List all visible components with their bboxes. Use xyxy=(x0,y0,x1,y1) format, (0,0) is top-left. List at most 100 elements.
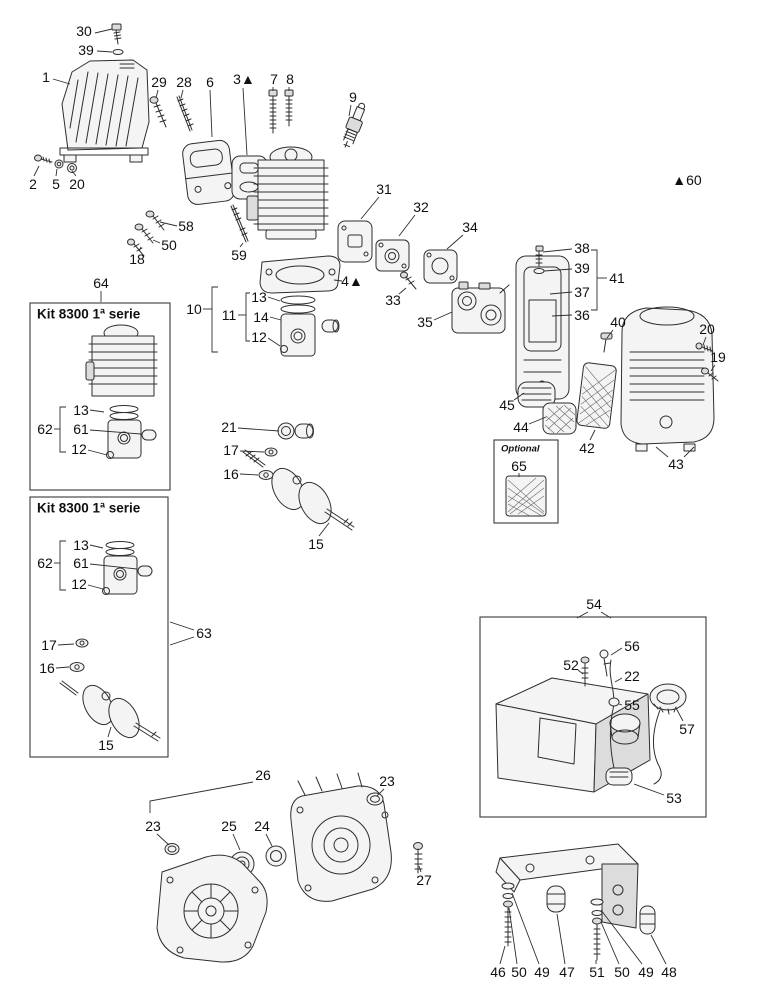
leader-line xyxy=(57,643,75,646)
leader-line xyxy=(551,314,573,317)
leader-line xyxy=(89,409,105,413)
leader-line xyxy=(683,446,695,458)
leader-line xyxy=(96,50,113,53)
fasteners-2-5-20-part xyxy=(34,154,77,173)
leader-line xyxy=(528,416,547,425)
leader-line xyxy=(149,781,254,813)
leader-line xyxy=(600,921,620,965)
base-gasket-part xyxy=(259,255,341,294)
leader-line xyxy=(59,540,66,591)
seal-23a-part xyxy=(366,792,384,806)
leader-line xyxy=(655,446,669,458)
screw-33-part xyxy=(400,271,417,290)
leader-line xyxy=(318,522,330,537)
kit1-cylinder-part xyxy=(85,324,158,397)
spacer-34-part xyxy=(423,249,458,284)
screw-38-part xyxy=(535,245,544,267)
leader-line xyxy=(499,945,506,965)
leader-line xyxy=(446,234,464,250)
engine-cover-part xyxy=(59,59,150,163)
leader-line xyxy=(107,726,112,738)
leader-line xyxy=(376,788,385,797)
screw-30-part xyxy=(111,23,122,45)
kit2-washer-16-part xyxy=(69,662,85,672)
leader-line xyxy=(433,311,453,321)
fuel-tank-part xyxy=(495,677,651,793)
fuel-filter-part xyxy=(605,713,633,786)
leader-line xyxy=(549,291,573,295)
leader-line xyxy=(209,89,213,138)
screw-52-part xyxy=(580,656,590,687)
leader-line xyxy=(633,783,665,796)
bolt-stack-right-part xyxy=(590,898,604,961)
choke-lever-part xyxy=(600,332,613,353)
leader-line xyxy=(33,165,40,177)
filter-element-42-part xyxy=(576,362,617,429)
leader-line xyxy=(169,621,195,631)
kit-box-1 xyxy=(29,302,171,491)
leader-line xyxy=(155,89,159,99)
kit2-piston-part xyxy=(102,541,153,595)
leader-line xyxy=(267,296,281,302)
kit-box-2 xyxy=(29,496,169,758)
leader-line xyxy=(543,268,573,272)
leader-line xyxy=(577,669,584,675)
leader-line xyxy=(589,429,596,441)
screw-27-part xyxy=(413,842,423,874)
airbox-backplate-part xyxy=(515,255,570,400)
leader-line xyxy=(71,170,77,177)
stud-59-part xyxy=(230,204,249,243)
leader-line xyxy=(87,449,108,456)
leader-line xyxy=(556,913,566,965)
gasket-31-part xyxy=(337,220,373,263)
leader-line xyxy=(89,563,138,570)
filter-45-part xyxy=(517,381,556,408)
spark-plug-part xyxy=(343,102,366,148)
leader-line xyxy=(138,246,142,252)
fuel-cap-part xyxy=(649,683,687,785)
leader-line xyxy=(508,907,518,965)
piston-assembly-part xyxy=(280,295,340,357)
leader-line xyxy=(591,249,598,311)
leader-line xyxy=(675,707,684,722)
screw-19-part xyxy=(701,367,719,382)
leader-line xyxy=(398,287,407,295)
leader-line xyxy=(152,239,161,244)
leader-line xyxy=(156,833,170,846)
leader-line xyxy=(52,78,71,85)
leader-line xyxy=(55,666,70,669)
leader-line xyxy=(87,584,104,590)
bolt-8-part xyxy=(284,89,294,127)
leader-line xyxy=(600,611,612,619)
leader-line xyxy=(55,168,58,177)
leader-line xyxy=(239,473,259,476)
seal-23b-part xyxy=(164,843,180,855)
crankshaft-part xyxy=(242,449,355,531)
kit1-piston-part xyxy=(106,405,157,459)
crankcase-left-part xyxy=(156,854,268,963)
screw-29-part xyxy=(149,96,167,128)
fuel-line-part xyxy=(609,659,615,715)
leader-line xyxy=(269,316,282,321)
leader-line xyxy=(576,611,589,619)
kit2-crankshaft-part xyxy=(59,680,161,742)
leader-line xyxy=(211,286,218,353)
leader-lines xyxy=(33,28,716,965)
crankcase-right-part xyxy=(290,772,392,902)
stud-28-part xyxy=(176,95,194,132)
leader-line xyxy=(239,450,265,453)
leader-line xyxy=(242,87,248,156)
optional-filter-part xyxy=(505,475,547,517)
vent-56-part xyxy=(599,649,611,677)
cylinder-part xyxy=(246,146,329,240)
leader-line xyxy=(169,636,195,646)
bearing-21-part xyxy=(277,422,314,440)
leader-line xyxy=(237,427,280,432)
leader-line xyxy=(232,833,241,851)
filter-44-part xyxy=(542,402,577,435)
leader-line xyxy=(267,337,281,347)
air-cleaner-cover-part xyxy=(620,306,715,452)
leader-line xyxy=(360,196,380,220)
